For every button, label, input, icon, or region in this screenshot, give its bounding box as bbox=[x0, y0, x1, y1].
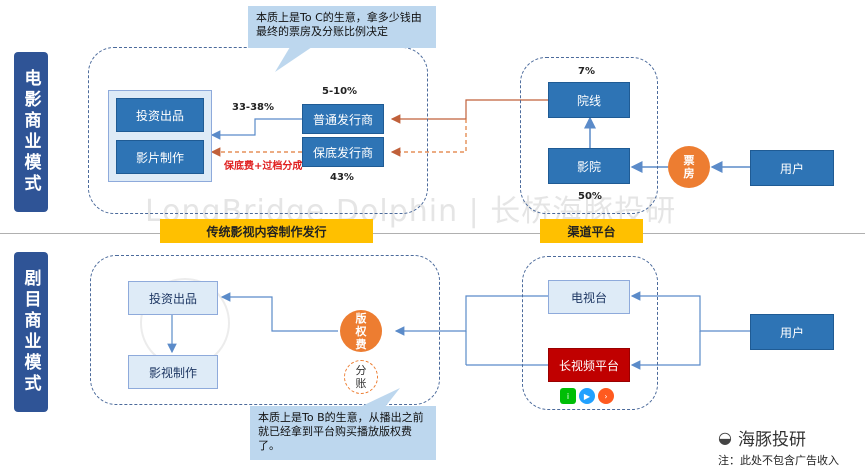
line-to-guarantee-dist bbox=[390, 119, 467, 157]
platforms-to-fee-line bbox=[394, 295, 548, 336]
pct-33-38-label: 33-38% bbox=[232, 102, 275, 113]
section-divider bbox=[0, 233, 865, 234]
film-user-box: 用户 bbox=[750, 150, 834, 186]
drama-side-label: 剧目商业模式 bbox=[14, 252, 48, 412]
pct-43-label: 43% bbox=[330, 172, 354, 183]
cinema-box: 影院 bbox=[548, 148, 630, 184]
pct-50-label: 50% bbox=[578, 191, 602, 202]
drama-production-group bbox=[90, 255, 440, 405]
line-to-normal-dist bbox=[390, 99, 548, 124]
drama-channel-group bbox=[522, 256, 658, 410]
band-traditional: 传统影视内容制作发行 bbox=[160, 219, 373, 243]
film-invest-box: 投资出品 bbox=[116, 98, 204, 132]
long-video-platform-box: 长视频平台 bbox=[548, 348, 630, 382]
tv-station-box: 电视台 bbox=[548, 280, 630, 314]
film-guarantee-distributor: 保底发行商 bbox=[302, 137, 384, 167]
box-office-circle: 票房 bbox=[668, 146, 710, 188]
fee-to-invest-line bbox=[220, 292, 338, 332]
film-side-label: 电影商业模式 bbox=[14, 52, 48, 212]
drama-invest-box: 投资出品 bbox=[128, 281, 218, 315]
drama-user-box: 用户 bbox=[750, 314, 834, 350]
guarantee-note-label: 保底费+过档分成 bbox=[224, 161, 303, 172]
user-to-tv-line bbox=[630, 291, 750, 332]
dolphin-icon: ◒ bbox=[718, 428, 732, 447]
film-callout: 本质上是To C的生意，拿多少钱由最终的票房及分账比例决定 bbox=[248, 6, 436, 48]
film-normal-distributor: 普通发行商 bbox=[302, 104, 384, 134]
pct-7-label: 7% bbox=[578, 66, 595, 77]
rights-fee-circle: 版权费 bbox=[340, 310, 382, 352]
film-produce-box: 影片制作 bbox=[116, 140, 204, 174]
iqiyi-icon: i bbox=[560, 388, 576, 404]
user-to-longvideo-line bbox=[630, 331, 701, 370]
band-channel: 渠道平台 bbox=[540, 219, 643, 243]
youku-icon: › bbox=[598, 388, 614, 404]
brand-block: ◒ 海豚投研 bbox=[718, 425, 806, 450]
tencent-video-icon: ▶ bbox=[579, 388, 595, 404]
footnote: 注：此处不包含广告收入 bbox=[718, 454, 839, 467]
normal-dist-to-invest bbox=[210, 118, 302, 140]
split-circle: 分账 bbox=[344, 360, 378, 394]
platform-logos: i ▶ › bbox=[560, 388, 614, 404]
brand-name: 海豚投研 bbox=[737, 430, 806, 450]
pct-5-10-label: 5-10% bbox=[322, 86, 358, 97]
cinema-line-box: 院线 bbox=[548, 82, 630, 118]
film-channel-group bbox=[520, 57, 658, 214]
drama-produce-box: 影视制作 bbox=[128, 355, 218, 389]
drama-callout: 本质上是To B的生意，从播出之前就已经拿到平台购买播放版权费了。 bbox=[250, 406, 436, 460]
